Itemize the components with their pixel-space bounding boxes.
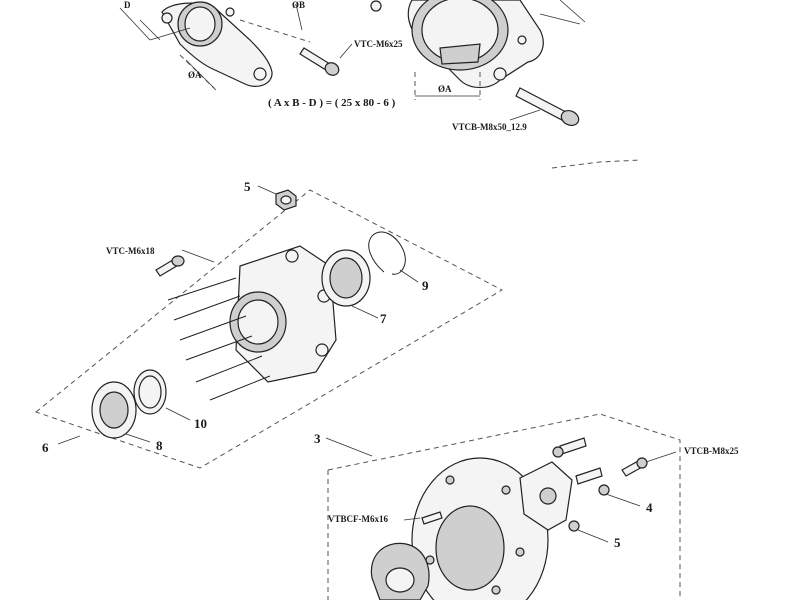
label-vtc-m6x18: VTC-M6x18 — [106, 246, 155, 256]
brake-group-boundary — [327, 413, 681, 600]
bolt-label-vtc-m6x25: VTC-M6x25 — [354, 39, 403, 49]
brake-bolts — [552, 437, 610, 532]
left-dimension-lines — [119, 3, 311, 93]
callout-7: 7 — [380, 311, 387, 326]
callout-6: 6 — [42, 440, 49, 455]
part-5-nut-hub — [257, 185, 297, 211]
part-9-circlip — [368, 231, 419, 283]
dimension-formula: ( A x B - D ) = ( 25 x 80 - 6 ) — [268, 97, 396, 109]
label-vtbcf-m6x16: VTBCF-M6x16 — [328, 514, 388, 524]
dim-label-d: D — [124, 0, 131, 10]
callout-4: 4 — [646, 500, 653, 515]
leader-5-brake — [577, 529, 609, 543]
part-7-bearing — [321, 249, 379, 319]
right-dimension-lines — [414, 0, 586, 100]
callout-5-hub: 5 — [244, 179, 251, 194]
brake-carrier — [519, 461, 573, 531]
leader-4 — [605, 493, 641, 507]
brake-caliper-insert — [370, 542, 430, 600]
hub-group-boundary — [34, 189, 504, 469]
part-10-spacer-ring — [133, 369, 191, 421]
callout-5-brake: 5 — [614, 535, 621, 550]
brake-disc — [411, 457, 549, 600]
bolt-vtbcf-m6x16 — [403, 511, 443, 525]
bolt-vtcb-m8x50 — [509, 87, 580, 126]
bolt-vtc-m6x18 — [155, 249, 215, 277]
bolt-vtcb-m8x25 — [621, 451, 677, 477]
bolt-vtc-m6x25 — [299, 43, 353, 76]
right-hub-carrier — [370, 0, 544, 89]
section-dashed-marker — [551, 159, 641, 169]
callout-10: 10 — [194, 416, 207, 431]
leader-3 — [325, 437, 373, 457]
dim-label-b: ØB — [292, 0, 305, 10]
dim-label-a-right: ØA — [438, 84, 452, 94]
callout-9: 9 — [422, 278, 429, 293]
callout-8: 8 — [156, 438, 163, 453]
left-hub-carrier — [161, 1, 273, 87]
wheel-hub — [167, 245, 337, 401]
callout-3: 3 — [314, 431, 321, 446]
label-vtcb-m8x25: VTCB-M8x25 — [684, 446, 739, 456]
part-8-bearing — [91, 381, 151, 443]
leader-6 — [57, 435, 81, 445]
bolt-label-vtcb-m8x50: VTCB-M8x50_12.9 — [452, 122, 527, 132]
dim-label-a-left: ØA — [188, 70, 202, 80]
